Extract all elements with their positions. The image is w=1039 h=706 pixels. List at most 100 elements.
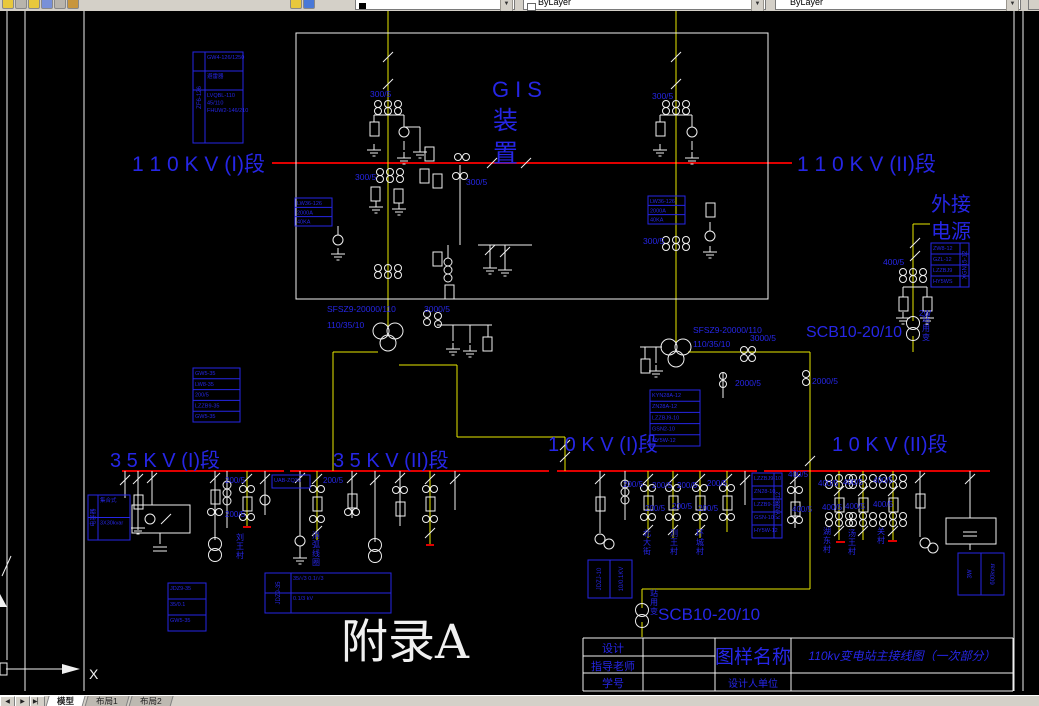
drawing-text[interactable]: GIS [492, 77, 548, 102]
equipment-label-box[interactable] [294, 197, 333, 227]
drawing-text[interactable]: 110/35/10 [693, 339, 730, 349]
equipment-label-text[interactable]: ZW8-12 [933, 246, 953, 252]
drawing-text[interactable]: SFSZ9-20000/110 [327, 304, 396, 314]
drawing-text[interactable]: 环城村 [696, 529, 704, 556]
drawing-text[interactable]: 电源 [931, 220, 971, 243]
drawing-text[interactable]: 200/5 [645, 504, 666, 513]
drawing-text[interactable]: 学号 [602, 676, 624, 690]
toolbar-icon[interactable] [303, 0, 315, 9]
drawing-text[interactable]: 110/35/10 [327, 320, 364, 330]
drawing-text[interactable]: 设计 [602, 642, 624, 655]
drawing-text[interactable]: 置 [493, 140, 518, 168]
drawing-text[interactable]: 站用变 [650, 588, 658, 616]
ucs-arrowhead-icon[interactable] [62, 664, 80, 674]
drawing-text[interactable]: 站用变 [922, 314, 930, 342]
equipment-label-text[interactable]: LVQBL-110 [207, 93, 235, 99]
equipment-label-text[interactable]: GW5-35 [170, 618, 190, 624]
toolbar-icon[interactable] [54, 0, 66, 9]
equipment-label-text[interactable]: 200/5 [195, 393, 209, 399]
equipment-label-text[interactable]: HY5W-12 [652, 438, 676, 444]
equipment-label-box[interactable] [271, 474, 311, 489]
equipment-label-text[interactable]: 集合式 [100, 496, 117, 504]
drawing-text[interactable]: 400/5 [883, 257, 905, 267]
lineweight-combo[interactable] [1028, 0, 1039, 10]
equipment-label-text[interactable]: LZZBJ9 [933, 268, 952, 274]
drawing-text[interactable]: 300/5 [355, 172, 377, 182]
equipment-label-text[interactable]: LZZBJ9-10 [754, 476, 781, 482]
drawing-text[interactable]: 附录A [341, 615, 470, 670]
equipment-label-text[interactable]: KYN28A-12 [652, 393, 681, 399]
drawing-text[interactable]: 关村 [877, 526, 885, 545]
equipment-label-strip-text[interactable]: KYN28-12 [776, 491, 782, 519]
equipment-label-text[interactable]: 3X30kvar [100, 521, 123, 527]
drawing-text[interactable]: 300/5 [652, 91, 674, 101]
equipment-label-text[interactable]: HY5WS [933, 279, 953, 285]
equipment-label-text[interactable]: HY5W-12 [754, 528, 778, 534]
drawing-text[interactable]: 200/5 [677, 481, 698, 490]
tab-layout1[interactable]: 布局1 [84, 696, 130, 706]
equipment-label-text[interactable]: 40KA [297, 220, 311, 226]
equipment-label-text[interactable]: LW36-126 [297, 201, 322, 207]
toolbar-icon[interactable] [28, 0, 40, 9]
drawing-text[interactable]: 200/5 [672, 502, 693, 511]
equipment-label-boxes[interactable]: ZF6-126GW4-126/1250避雷器LVQBL-11045/110FHU… [87, 51, 1005, 632]
drawing-text[interactable]: 400/5 [843, 478, 864, 487]
drawing-svg[interactable]: ZF6-126GW4-126/1250避雷器LVQBL-11045/110FHU… [0, 11, 1039, 695]
drawing-geometry[interactable] [0, 11, 1024, 692]
drawing-text[interactable]: 测王村 [670, 529, 678, 556]
equipment-label-text[interactable]: 2000A [650, 208, 666, 214]
chevron-down-icon[interactable]: ▼ [500, 0, 513, 11]
drawing-text[interactable]: 装 [493, 107, 518, 135]
equipment-label-box[interactable] [167, 582, 207, 632]
equipment-label-text[interactable]: GW5-35 [195, 414, 215, 420]
drawing-symbols[interactable] [119, 51, 977, 628]
equipment-label-box[interactable] [192, 51, 244, 144]
drawing-text[interactable]: SFSZ9-20000/110 [693, 325, 762, 335]
equipment-label-text[interactable]: 2000A [297, 210, 313, 216]
drawing-text[interactable]: 200/5 [707, 479, 728, 488]
drawing-text[interactable]: 300/5 [370, 89, 392, 99]
toolbar-icon[interactable] [41, 0, 53, 9]
equipment-label-text[interactable]: 35/0.1 [170, 602, 185, 608]
equipment-label-text[interactable]: LZZB9-35 [195, 403, 219, 409]
equipment-label-text[interactable]: ZN28-10 [754, 489, 775, 495]
equipment-label-text[interactable]: GW5-35 [195, 371, 215, 377]
drawing-line[interactable] [1, 555, 12, 577]
drawing-text[interactable]: 指导老师 [591, 659, 635, 673]
tab-nav-next-icon[interactable]: ▶ [15, 696, 30, 706]
toolbar-icon[interactable] [2, 0, 14, 9]
equipment-label-text[interactable]: GZL-12 [933, 257, 952, 263]
drawing-text[interactable]: 400/5 [873, 500, 894, 509]
drawing-text[interactable]: 400/5 [788, 470, 809, 479]
drawing-text[interactable]: 400/5 [818, 479, 839, 488]
drawing-text[interactable]: 300/5 [466, 177, 488, 187]
drawing-text[interactable]: 400/5 [822, 503, 843, 512]
equipment-label-strip-text[interactable]: ZF6-126 [197, 86, 203, 109]
drawing-text[interactable]: 汤王村 [848, 529, 856, 556]
tab-nav-prev-icon[interactable]: ◀ [0, 696, 15, 706]
equipment-label-text[interactable]: FHUW2-146/210 [207, 108, 248, 114]
drawing-text[interactable]: 200/5 [623, 480, 644, 489]
toolbar-icon[interactable] [15, 0, 27, 9]
equipment-label-text[interactable]: LW36-126 [650, 199, 675, 205]
equipment-label-box[interactable] [647, 195, 686, 225]
tab-nav-last-icon[interactable]: ▶▏ [30, 696, 45, 706]
equipment-label-box[interactable] [192, 367, 241, 423]
drawing-text[interactable]: 外接 [931, 193, 971, 216]
color-combo[interactable]: ByLayer ▼ [523, 0, 766, 11]
drawing-text[interactable]: 3000/5 [424, 304, 450, 314]
equipment-label-text[interactable]: UAB-ZQ30 [274, 478, 301, 484]
equipment-label-text[interactable]: GSN-10 [754, 515, 774, 521]
equipment-label-box[interactable] [649, 389, 701, 447]
drawing-text[interactable]: 200/5 [698, 504, 719, 513]
equipment-label-strip-text[interactable]: 10/0.1KV [619, 567, 625, 592]
drawing-text[interactable]: 3 5 K V (I)段 [110, 449, 220, 472]
drawing-text[interactable]: 3 5 K V (II)段 [333, 449, 449, 472]
equipment-label-text[interactable]: 避雷器 [207, 72, 224, 80]
drawing-text[interactable]: 110kv变电站主接线图（一次部分） [808, 649, 995, 663]
equipment-label-text[interactable]: LW8-35 [195, 382, 214, 388]
drawing-text[interactable]: 1 1 0 K V (I)段 [132, 153, 265, 176]
tab-model[interactable]: 模型 [45, 696, 86, 706]
ucs-arrowhead-icon[interactable] [0, 594, 7, 607]
